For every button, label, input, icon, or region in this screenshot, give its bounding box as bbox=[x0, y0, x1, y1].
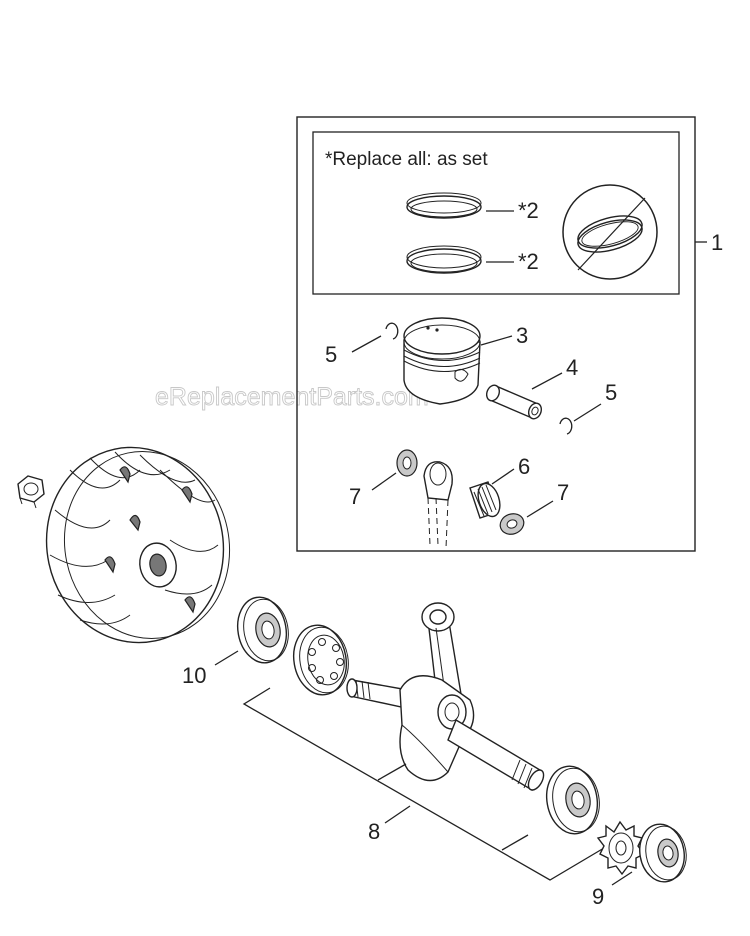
thrust-washer-right[interactable] bbox=[497, 510, 526, 537]
bracket-8 bbox=[242, 687, 605, 881]
callout-5a[interactable]: 5 bbox=[325, 342, 337, 367]
watermark: eReplacementParts.com bbox=[155, 383, 429, 411]
callout-7b[interactable]: 7 bbox=[557, 480, 569, 505]
leader-5b bbox=[573, 403, 602, 422]
callout-6[interactable]: 6 bbox=[518, 454, 530, 479]
callout-2a[interactable]: *2 bbox=[518, 198, 539, 223]
crank-bearing-right[interactable] bbox=[541, 762, 604, 838]
callout-3[interactable]: 3 bbox=[516, 323, 528, 348]
leader-3 bbox=[480, 335, 513, 346]
callout-5b[interactable]: 5 bbox=[605, 380, 617, 405]
flywheel-side-bearing[interactable] bbox=[233, 593, 293, 666]
leader-9 bbox=[611, 871, 633, 886]
callout-2b[interactable]: *2 bbox=[518, 249, 539, 274]
thrust-washer-left[interactable] bbox=[396, 449, 418, 477]
kit-outer-box bbox=[296, 116, 696, 552]
callout-4[interactable]: 4 bbox=[566, 355, 578, 380]
leader-6 bbox=[491, 468, 515, 485]
connecting-rod-small-end bbox=[423, 461, 453, 549]
leader-4 bbox=[531, 372, 563, 390]
crank-bearing-left[interactable] bbox=[288, 621, 353, 699]
piston-pin-clip-left[interactable] bbox=[385, 322, 399, 340]
piston-ring-lower[interactable] bbox=[406, 245, 482, 274]
callout-8[interactable]: 8 bbox=[368, 819, 380, 844]
callout-1[interactable]: 1 bbox=[711, 230, 723, 255]
piston[interactable] bbox=[403, 317, 481, 405]
piston-pin-clip-right[interactable] bbox=[559, 417, 573, 435]
leader-5a bbox=[351, 335, 382, 353]
leader-7a bbox=[371, 472, 397, 491]
kit-inner-box bbox=[312, 131, 680, 295]
callout-7a[interactable]: 7 bbox=[349, 484, 361, 509]
flywheel-nut[interactable] bbox=[17, 475, 45, 509]
leader-10 bbox=[214, 650, 239, 666]
drive-gear[interactable] bbox=[596, 820, 646, 876]
flywheel[interactable] bbox=[29, 431, 247, 659]
crankshaft-assembly[interactable] bbox=[346, 602, 547, 793]
leader-7b bbox=[526, 500, 554, 518]
leader-8 bbox=[384, 805, 411, 824]
needle-bearing[interactable] bbox=[469, 481, 504, 520]
piston-pin[interactable] bbox=[484, 383, 543, 420]
kit-note: *Replace all: as set bbox=[325, 149, 488, 170]
piston-ring-upper[interactable] bbox=[406, 192, 482, 219]
outer-bearing[interactable] bbox=[635, 821, 690, 886]
callout-9[interactable]: 9 bbox=[592, 884, 604, 909]
callout-10[interactable]: 10 bbox=[182, 663, 206, 688]
ring-detail-view bbox=[562, 184, 658, 280]
